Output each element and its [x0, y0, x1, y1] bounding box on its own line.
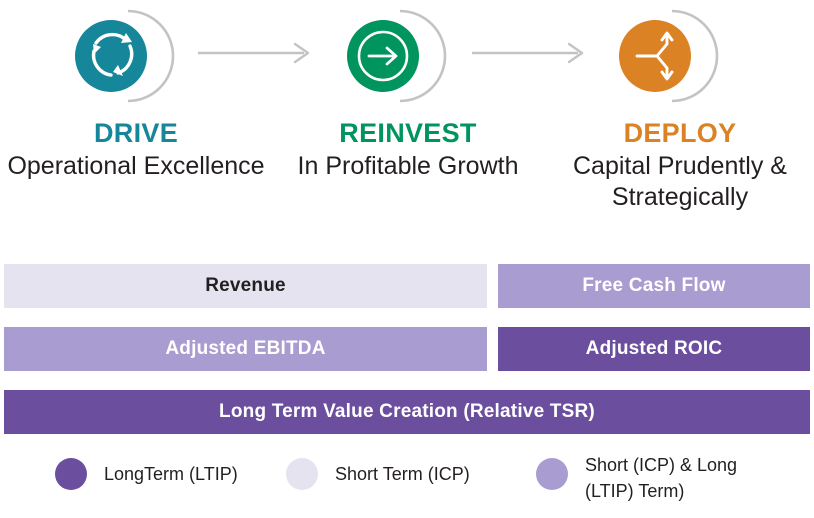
legend-item-label: Short (ICP) & Long (LTIP) Term): [585, 455, 738, 501]
metric-bar-adjusted-roic: Adjusted ROIC: [498, 327, 810, 371]
pillar-reinvest-subtitle: In Profitable Growth: [297, 152, 519, 180]
connector-reinvest-to-deploy: [470, 40, 590, 66]
metric-bar-free-cash-flow: Free Cash Flow: [498, 264, 810, 308]
legend-item-short-term-icp: Short Term (ICP): [286, 452, 470, 490]
pillar-drive-subtitle: Operational Excellence: [7, 152, 265, 180]
arrow-right-icon: [198, 42, 310, 64]
metric-bar-row: Adjusted EBITDA Adjusted ROIC: [4, 327, 810, 371]
cycle-arrows-icon: [75, 9, 175, 103]
metric-bar-row: Revenue Free Cash Flow: [4, 264, 810, 308]
metric-bar-revenue: Revenue: [4, 264, 487, 308]
connector-drive-to-reinvest: [196, 40, 316, 66]
pillar-reinvest-badge: [272, 0, 544, 108]
pillar-reinvest-title: REINVEST: [339, 118, 477, 148]
legend-item-short-icp-and-long-ltip-term: Short (ICP) & Long (LTIP) Term): [536, 452, 737, 504]
metric-bar-row: Long Term Value Creation (Relative TSR): [4, 390, 810, 434]
metric-bars: Revenue Free Cash Flow Adjusted EBITDA A…: [4, 264, 810, 453]
pillar-drive-badge: [0, 0, 272, 108]
arrow-right-icon: [472, 42, 584, 64]
legend-item-label: LongTerm (LTIP): [104, 464, 238, 484]
pillar-reinvest: REINVEST In Profitable Growth: [272, 0, 544, 240]
metric-bar-adjusted-ebitda: Adjusted EBITDA: [4, 327, 487, 371]
pillar-drive: DRIVE Operational Excellence: [0, 0, 272, 240]
circled-right-arrow-icon: [347, 9, 447, 103]
metric-bar-long-term-value-creation: Long Term Value Creation (Relative TSR): [4, 390, 810, 434]
strategy-pillars: DRIVE Operational Excellence REINVEST In…: [0, 0, 814, 240]
pillar-deploy-subtitle: Capital Prudently & Strategically: [572, 152, 787, 211]
branching-arrow-icon: [619, 9, 719, 103]
pillar-drive-title: DRIVE: [93, 118, 179, 148]
legend-item-label: Short Term (ICP): [335, 464, 470, 484]
legend-item-longterm-ltip: LongTerm (LTIP): [55, 452, 238, 490]
legend-swatch-icon: [536, 458, 568, 490]
pillar-deploy-title: DEPLOY: [623, 118, 737, 148]
legend-swatch-icon: [55, 458, 87, 490]
legend: LongTerm (LTIP) Short Term (ICP) Short (…: [0, 452, 814, 518]
pillar-deploy-badge: [544, 0, 814, 108]
legend-swatch-icon: [286, 458, 318, 490]
pillar-deploy: DEPLOY Capital Prudently & Strategically: [544, 0, 814, 240]
